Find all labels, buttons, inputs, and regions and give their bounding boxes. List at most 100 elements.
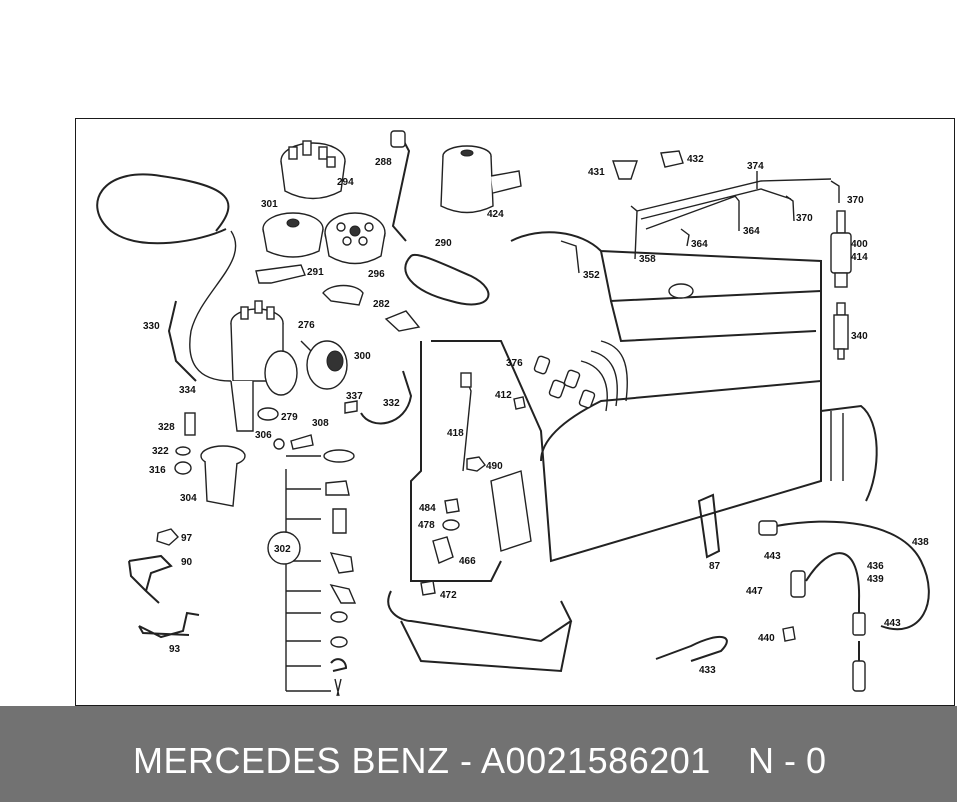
- connector-447: [790, 570, 806, 598]
- ignition-cable-lead: [189, 230, 237, 382]
- spark-plug-connectors-376: [533, 355, 596, 409]
- clip-302h: [330, 658, 348, 672]
- bolt-308: [290, 434, 314, 450]
- part-number-title: MERCEDES BENZ - A0021586201: [133, 740, 711, 781]
- label-300: 300: [354, 351, 371, 362]
- label-478: 478: [418, 520, 435, 531]
- label-97: 97: [181, 533, 193, 544]
- label-364a: 364: [743, 226, 760, 237]
- connector-288: [390, 130, 406, 148]
- part-code: N - 0: [748, 740, 827, 781]
- label-447: 447: [746, 586, 763, 597]
- screw-302d: [329, 552, 354, 574]
- vacuum-hose-332: [360, 370, 413, 425]
- distributor-276: [230, 300, 298, 432]
- label-93: 93: [169, 644, 181, 655]
- dust-shield-301: [262, 212, 324, 258]
- label-302: 302: [274, 544, 291, 555]
- label-370a: 370: [847, 195, 864, 206]
- connector-337: [344, 400, 358, 414]
- part-412: [513, 396, 526, 410]
- bolt-328: [184, 412, 196, 436]
- screw-302e: [329, 583, 357, 604]
- label-472: 472: [440, 590, 457, 601]
- footer-bar: [0, 706, 957, 802]
- vacuum-unit-300: [300, 340, 348, 390]
- bracket-87: [697, 493, 721, 559]
- bracket-93: [138, 611, 200, 639]
- wire-358: [630, 205, 638, 260]
- label-87: 87: [709, 561, 721, 572]
- engine-parts-diagram: 288 294 301 424 290 296 291 282 330 276 …: [96, 130, 930, 697]
- connector-443b: [852, 612, 866, 636]
- label-364b: 364: [691, 239, 708, 250]
- label-276: 276: [298, 320, 315, 331]
- label-443a: 443: [764, 551, 781, 562]
- distributor-cap-294: [280, 140, 346, 200]
- label-433: 433: [699, 665, 716, 676]
- wire-364b: [734, 195, 740, 231]
- washer-322: [175, 446, 191, 456]
- label-424: 424: [487, 209, 504, 220]
- label-290: 290: [435, 238, 452, 249]
- label-374: 374: [747, 161, 764, 172]
- label-432: 432: [687, 154, 704, 165]
- nut-97: [156, 528, 179, 546]
- oring-302a: [323, 449, 355, 463]
- screw-302c: [332, 508, 347, 534]
- screw-302b: [325, 480, 350, 496]
- pin-302i: [334, 678, 342, 697]
- label-291: 291: [307, 267, 324, 278]
- label-layer: 288 294 301 424 290 296 291 282 330 276 …: [143, 154, 929, 676]
- label-400: 400: [851, 239, 868, 250]
- label-412: 412: [495, 390, 512, 401]
- washer-478: [442, 519, 460, 531]
- label-334: 334: [179, 385, 196, 396]
- label-301: 301: [261, 199, 278, 210]
- label-279: 279: [281, 412, 298, 423]
- hose-330: [167, 300, 197, 382]
- label-332: 332: [383, 398, 400, 409]
- label-358: 358: [639, 254, 656, 265]
- sensor-418: [462, 375, 472, 472]
- nut-490: [466, 456, 486, 472]
- label-376: 376: [506, 358, 523, 369]
- cable-tie-433: [655, 635, 728, 662]
- label-337: 337: [346, 391, 363, 402]
- engine-block: [387, 231, 878, 673]
- wire-370b: [830, 180, 840, 203]
- part-484: [444, 498, 460, 514]
- label-352: 352: [583, 270, 600, 281]
- boot-439: [852, 660, 866, 692]
- clip-440: [782, 626, 796, 642]
- bracket-466: [432, 536, 454, 564]
- label-370b: 370: [796, 213, 813, 224]
- washer-306: [273, 438, 285, 450]
- cable-436: [805, 552, 861, 621]
- label-288: 288: [375, 157, 392, 168]
- seal-279: [257, 407, 279, 421]
- label-308: 308: [312, 418, 329, 429]
- label-340: 340: [851, 331, 868, 342]
- rotor-296: [324, 212, 386, 265]
- cable-loop-290: [404, 253, 490, 306]
- label-431: 431: [588, 167, 605, 178]
- rotor-arm-291: [255, 264, 306, 284]
- clip-432: [660, 150, 684, 168]
- sensor-head-418: [460, 372, 472, 388]
- cable-288: [391, 135, 411, 242]
- washer-302f: [330, 611, 348, 623]
- label-306: 306: [255, 430, 272, 441]
- clip-431: [612, 160, 638, 180]
- parts-diagram-frame: 288 294 301 424 290 296 291 282 330 276 …: [75, 118, 955, 706]
- washer-302g: [330, 636, 348, 648]
- nut-316: [174, 461, 192, 475]
- label-484: 484: [419, 503, 436, 514]
- part-472: [420, 580, 436, 596]
- label-438: 438: [912, 537, 929, 548]
- label-294: 294: [337, 177, 354, 188]
- ignition-cable-loop: [96, 173, 230, 245]
- part-282: [322, 284, 364, 306]
- bracket-282b: [384, 310, 421, 332]
- wire-370a: [785, 195, 795, 222]
